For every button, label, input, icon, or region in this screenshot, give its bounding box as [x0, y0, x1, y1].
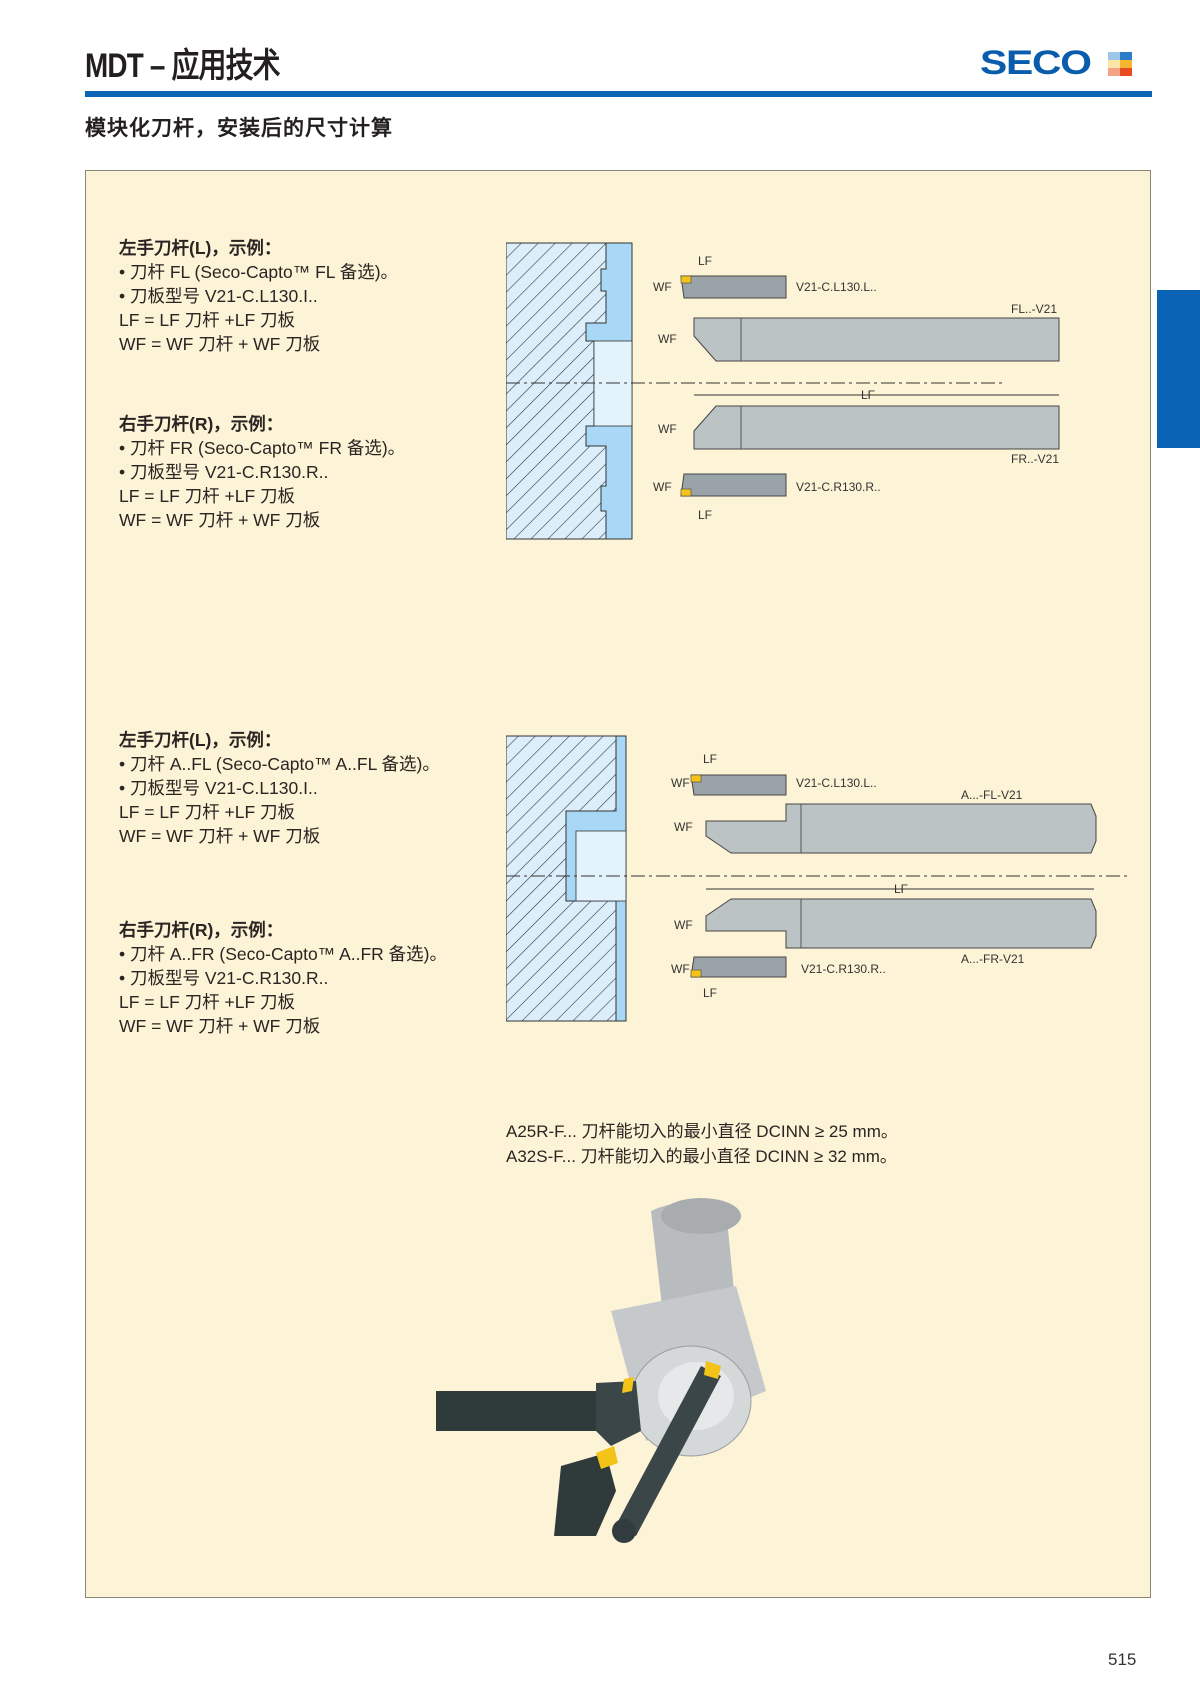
workpiece-section: [506, 242, 633, 540]
insert-label-bottom: V21-C.R130.R..: [796, 480, 881, 494]
logo-text: SECO: [980, 44, 1092, 82]
header-rule: [85, 91, 1152, 97]
wf-label: WF: [674, 820, 693, 834]
text-line: • 刀板型号 V21-C.R130.R..: [119, 462, 329, 482]
external-holder: [436, 1377, 641, 1446]
text-line: • 刀杆 FL (Seco-Capto™ FL 备选)。: [119, 262, 399, 282]
logo-color-squares-icon: [1108, 51, 1133, 76]
text-line: WF = WF 刀杆 + WF 刀板: [119, 1016, 321, 1036]
text-line: • 刀板型号 V21-C.L130.I..: [119, 286, 318, 306]
text-line: WF = WF 刀杆 + WF 刀板: [119, 510, 321, 530]
left-hand-afl-example: 左手刀杆(L)，示例： • 刀杆 A..FL (Seco-Capto™ A..F…: [119, 728, 440, 848]
text-line: • 刀板型号 V21-C.R130.R..: [119, 968, 329, 988]
lf-label: LF: [861, 388, 875, 402]
section-heading: 右手刀杆(R)，示例：: [119, 414, 284, 434]
holder-afl: [705, 803, 1097, 854]
section-heading: 左手刀杆(L)，示例：: [119, 730, 282, 750]
wf-label: WF: [653, 480, 672, 494]
holder-label-top: A...-FL-V21: [961, 788, 1023, 802]
text-line: WF = WF 刀杆 + WF 刀板: [119, 334, 321, 354]
holder-afr: [705, 898, 1097, 949]
wf-label: WF: [658, 422, 677, 436]
holder-label-bottom: A...-FR-V21: [961, 952, 1025, 966]
text-line: • 刀板型号 V21-C.L130.I..: [119, 778, 318, 798]
dcinn-notes: A25R-F... 刀杆能切入的最小直径 DCINN ≥ 25 mm。 A32S…: [506, 1119, 898, 1169]
content-panel: 左手刀杆(L)，示例： • 刀杆 FL (Seco-Capto™ FL 备选)。…: [85, 170, 1151, 1598]
boring-bar: [612, 1361, 721, 1543]
afl-afr-holder-diagram: LF WF V21-C.L130.L.. A...-FL-V21 WF LF W…: [506, 735, 1131, 1022]
section-heading: 左手刀杆(L)，示例：: [119, 238, 282, 258]
left-hand-fl-example: 左手刀杆(L)，示例： • 刀杆 FL (Seco-Capto™ FL 备选)。…: [119, 236, 398, 356]
holder-label-bottom: FR..-V21: [1011, 452, 1059, 466]
holder-fl: [693, 317, 1060, 362]
workpiece-section: [506, 735, 627, 1022]
insert-bottom: [690, 956, 787, 978]
insert-top: [690, 774, 787, 796]
insert-label-top: V21-C.L130.L..: [796, 776, 877, 790]
text-line: LF = LF 刀杆 +LF 刀板: [119, 992, 296, 1012]
section-heading: 右手刀杆(R)，示例：: [119, 920, 284, 940]
lf-label: LF: [703, 752, 717, 766]
wf-label: WF: [653, 280, 672, 294]
text-line: • 刀杆 A..FL (Seco-Capto™ A..FL 备选)。: [119, 754, 440, 774]
right-hand-afr-example: 右手刀杆(R)，示例： • 刀杆 A..FR (Seco-Capto™ A..F…: [119, 918, 447, 1038]
right-hand-fr-example: 右手刀杆(R)，示例： • 刀杆 FR (Seco-Capto™ FR 备选)。…: [119, 412, 405, 532]
tool-rendering-image: [436, 1198, 766, 1543]
wf-label: WF: [674, 918, 693, 932]
note-line: A32S-F... 刀杆能切入的最小直径 DCINN ≥ 32 mm。: [506, 1147, 897, 1166]
lf-label: LF: [894, 882, 908, 896]
section-subtitle: 模块化刀杆，安装后的尺寸计算: [85, 117, 393, 140]
text-line: WF = WF 刀杆 + WF 刀板: [119, 826, 321, 846]
fl-fr-holder-diagram: LF WF V21-C.L130.L.. FL..-V21 WF LF WF F…: [506, 242, 1060, 540]
text-line: LF = LF 刀杆 +LF 刀板: [119, 802, 296, 822]
note-line: A25R-F... 刀杆能切入的最小直径 DCINN ≥ 25 mm。: [506, 1122, 898, 1141]
page-title: MDT – 应用技术: [85, 47, 281, 85]
insert-label-top: V21-C.L130.L..: [796, 280, 877, 294]
wf-label: WF: [658, 332, 677, 346]
holder-label-top: FL..-V21: [1011, 302, 1057, 316]
text-line: LF = LF 刀杆 +LF 刀板: [119, 310, 296, 330]
insert-label-bottom: V21-C.R130.R..: [801, 962, 886, 976]
text-line: • 刀杆 A..FR (Seco-Capto™ A..FR 备选)。: [119, 944, 447, 964]
lf-label: LF: [698, 254, 712, 268]
insert-bottom: [680, 473, 787, 497]
insert-top: [680, 275, 787, 299]
page-number: 515: [1108, 1650, 1137, 1669]
text-line: • 刀杆 FR (Seco-Capto™ FR 备选)。: [119, 438, 406, 458]
side-tab-marker: [1157, 290, 1200, 448]
wf-label: WF: [671, 776, 690, 790]
text-line: LF = LF 刀杆 +LF 刀板: [119, 486, 296, 506]
lf-label: LF: [698, 508, 712, 522]
wf-label: WF: [671, 962, 690, 976]
holder-fr: [693, 405, 1060, 450]
seco-logo: SECO: [980, 44, 1133, 83]
parting-holder: [554, 1446, 618, 1536]
lf-label: LF: [703, 986, 717, 1000]
